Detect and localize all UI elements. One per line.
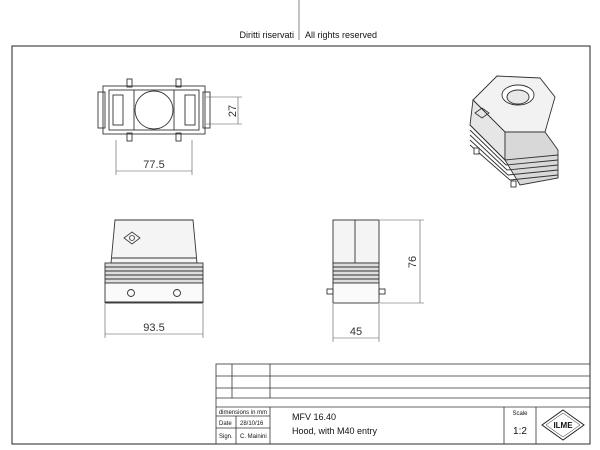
dimension-45 (332, 304, 380, 342)
top-view (97, 78, 211, 142)
dimension-27 (206, 96, 242, 125)
dimension-76 (380, 219, 424, 304)
dimension-side-width: 45 (350, 326, 362, 338)
title-block-scale-label: Scale (512, 411, 528, 417)
header-right-text: All rights reserved (305, 30, 377, 40)
title-block-date-value: 28/10/16 (240, 421, 264, 427)
dimension-front-width: 93.5 (143, 322, 164, 334)
ilme-company-logo: ILME (541, 409, 585, 441)
side-view (326, 219, 386, 304)
title-block-code: MFV 16.40 (292, 412, 336, 422)
dimension-77-5 (115, 140, 193, 175)
title-block-description: Hood, with M40 entry (292, 426, 378, 436)
dimension-93-5 (104, 304, 204, 338)
header-left-text: Diritti riservati (239, 30, 294, 40)
front-view (104, 219, 204, 304)
logo-text: ILME (553, 421, 573, 430)
isometric-view (469, 75, 559, 188)
title-block (215, 363, 591, 445)
dimension-side-height: 76 (407, 256, 419, 268)
title-block-scale-value: 1:2 (513, 426, 527, 437)
dimension-top-width: 77.5 (143, 159, 164, 171)
title-block-sign-value: C. Mainini (240, 434, 267, 440)
title-block-date-label: Date (219, 421, 232, 427)
title-block-units: dimensions in mm (219, 410, 267, 416)
title-block-sign-label: Sign. (219, 434, 233, 440)
ilme-logo-icon (123, 231, 141, 245)
dimension-top-height: 27 (227, 105, 239, 117)
